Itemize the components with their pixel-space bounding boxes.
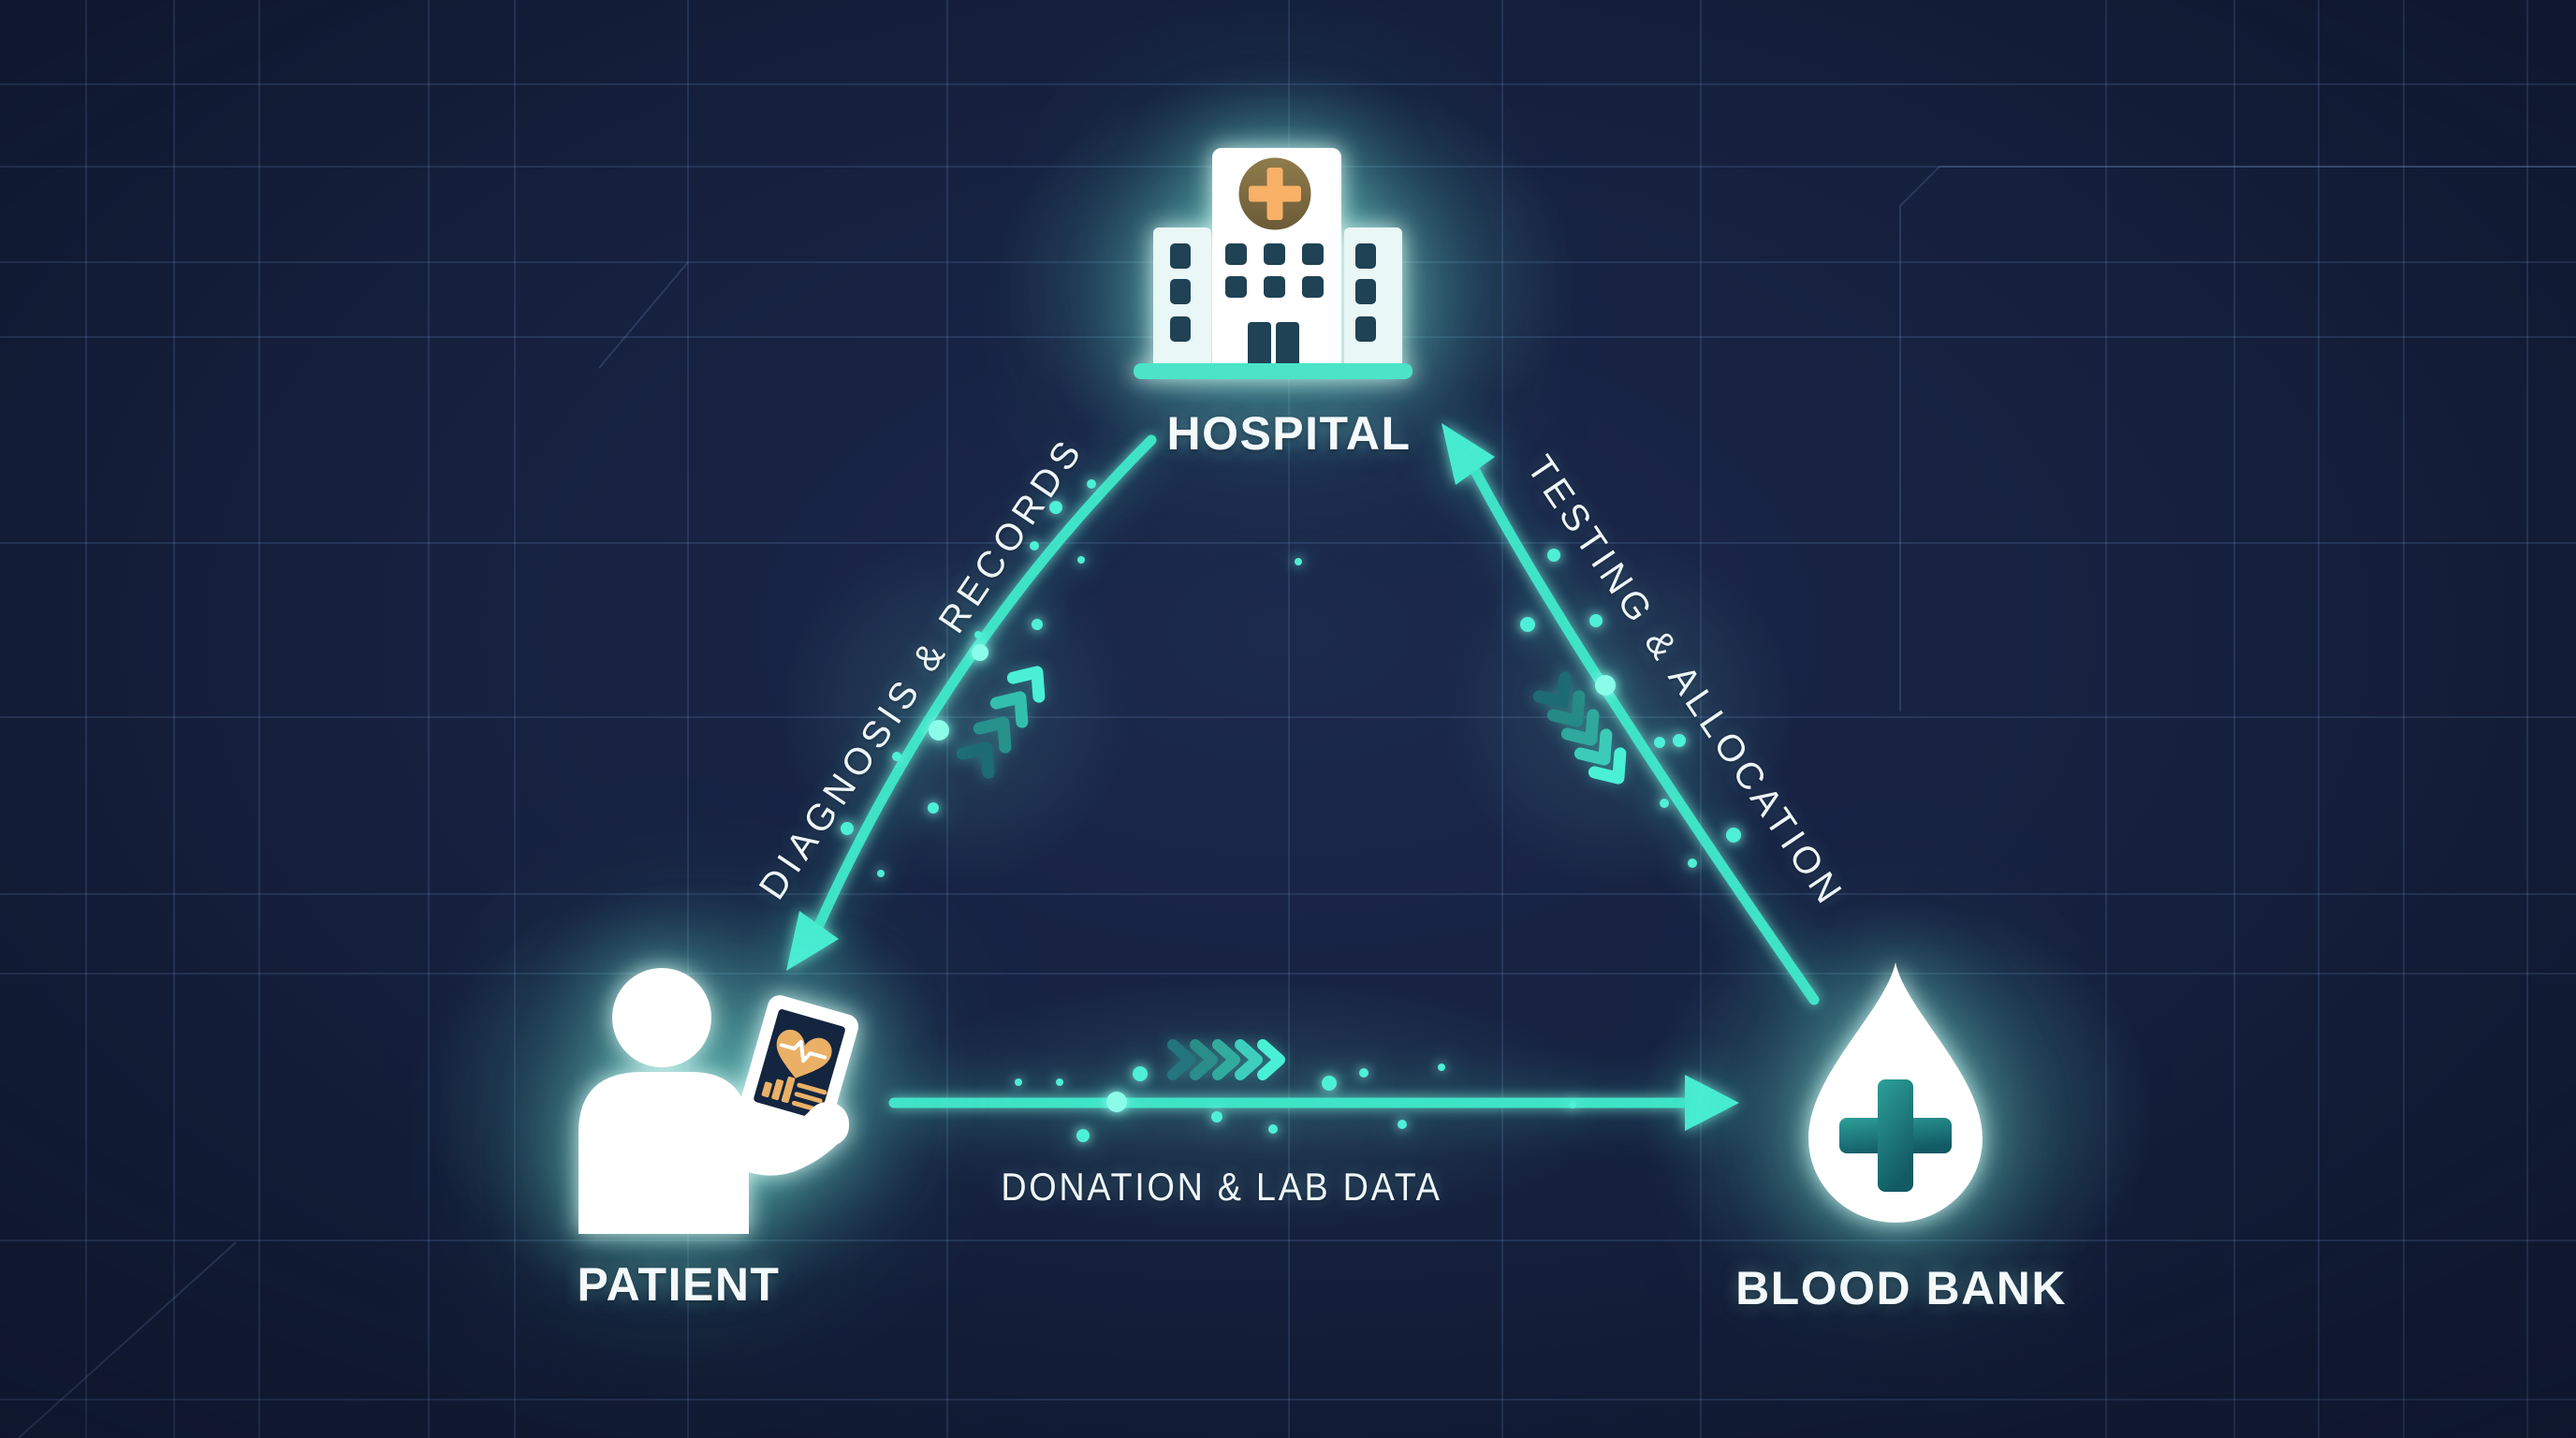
node-label-blood-bank: BLOOD BANK [1735,1262,2067,1314]
arrow-bloodbank-to-hospital [1470,465,1820,1005]
arrowhead-to-bloodbank [1685,1075,1739,1131]
blood-drop-icon [1808,962,1983,1223]
edge-label-donation-lab-data: DONATION & LAB DATA [1001,1165,1442,1209]
hospital-base-bar [1134,363,1412,379]
node-label-hospital: HOSPITAL [1166,407,1412,460]
arrow-hospital-to-patient [813,434,1157,931]
patient-icon [578,968,859,1234]
flow-chevrons [956,666,1627,1080]
patient-head [612,968,711,1067]
arrowhead-to-hospital [1442,423,1495,485]
node-label-patient: PATIENT [577,1258,781,1311]
patient-hand [810,1107,849,1146]
patient-torso [578,1072,749,1234]
hospital-icon [1134,148,1412,379]
